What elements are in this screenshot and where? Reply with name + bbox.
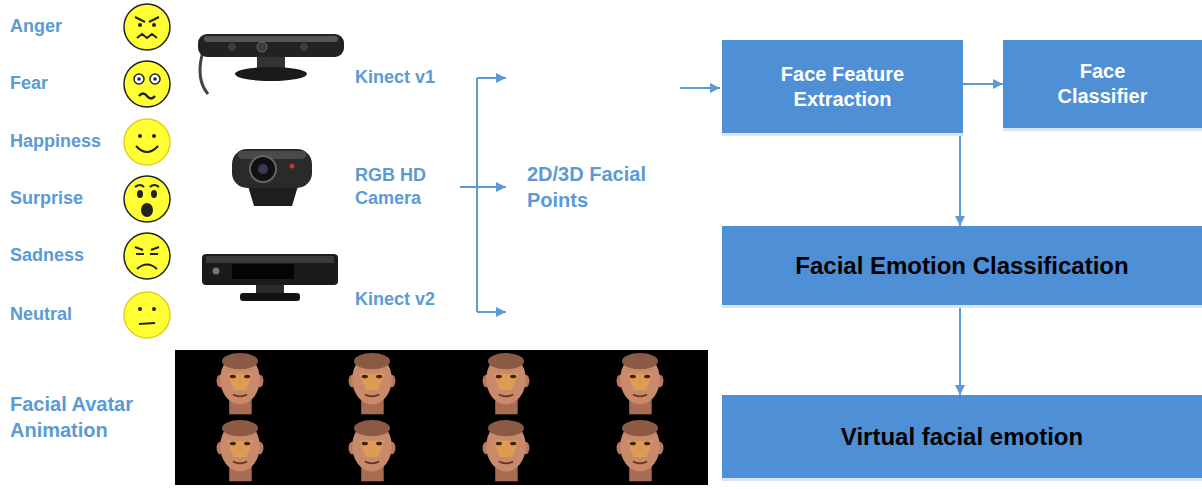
emoji-eye <box>152 23 156 27</box>
connector-arrow <box>963 83 1003 85</box>
emoji-face <box>124 233 170 279</box>
sensor-highlight <box>204 36 338 42</box>
emoji-mouth <box>136 146 158 152</box>
emoji-eye <box>138 307 142 311</box>
sensor-base <box>240 293 300 301</box>
emoji-mouth <box>139 94 155 99</box>
webcam-lens-glass <box>258 164 268 174</box>
emoji-brows <box>135 185 159 187</box>
avatar-frame <box>483 420 530 481</box>
box-text: Face Feature Extraction <box>768 62 918 112</box>
emoji-eye <box>152 307 156 311</box>
process-box: Facial Emotion Classification <box>722 226 1202 305</box>
webcam-lens <box>250 156 276 182</box>
emoji-brows <box>135 17 159 22</box>
process-box: Face Classifier <box>1003 40 1202 128</box>
box-text: Facial Emotion Classification <box>795 251 1128 281</box>
sensor-lens <box>300 43 308 51</box>
box-text: Face Classifier <box>1048 59 1158 109</box>
bracket-arrow <box>460 186 506 188</box>
emoji-eyes <box>136 253 158 255</box>
bracket-arrow <box>477 77 506 79</box>
avatar-frame <box>217 420 264 481</box>
emoji-eye <box>150 74 160 84</box>
emoji-mouth <box>137 265 157 270</box>
sensor-window <box>232 264 294 279</box>
emoji-pupil <box>137 77 141 81</box>
emoji-fear <box>124 61 170 107</box>
connector-arrow <box>959 305 961 395</box>
sensor-bar <box>198 34 344 57</box>
input-arrow <box>680 87 720 89</box>
emoji-surprise <box>124 176 170 222</box>
box-text: Virtual facial emotion <box>841 422 1083 452</box>
avatar-frame <box>349 353 396 414</box>
avatar-frame <box>349 420 396 481</box>
emotion-label: Sadness <box>10 244 120 267</box>
emotion-label: Surprise <box>10 187 120 210</box>
process-box: Face Feature Extraction <box>722 40 963 133</box>
input-bracket <box>460 78 720 312</box>
webcam-body <box>232 149 312 188</box>
emoji-eye <box>137 190 143 198</box>
emoji-mouth <box>139 323 155 324</box>
emoji-eye <box>134 74 144 84</box>
emoji-happiness <box>124 119 170 165</box>
device-label: RGB HD Camera <box>355 164 455 211</box>
device-label: Kinect v2 <box>355 288 470 311</box>
bracket-line <box>476 78 478 312</box>
connector-arrow <box>959 133 961 226</box>
avatar-frame <box>617 420 664 481</box>
sensor-body <box>202 254 338 285</box>
avatar-frame <box>217 353 264 414</box>
emoji-sadness <box>124 233 170 279</box>
emotion-label: Happiness <box>10 130 120 153</box>
emoji-face <box>124 4 170 50</box>
data-label: 2D/3D Facial Points <box>527 161 677 213</box>
process-box: Virtual facial emotion <box>722 395 1202 478</box>
emoji-face <box>124 61 170 107</box>
webcam-highlight <box>238 151 306 159</box>
sensor-base <box>235 67 307 81</box>
section-label: Facial Avatar Animation <box>10 391 165 443</box>
webcam-picture <box>232 149 312 206</box>
emoji-neutral <box>124 292 170 338</box>
emoji-anger <box>124 4 170 50</box>
avatar-frame <box>483 353 530 414</box>
emoji-eye <box>138 23 142 27</box>
emoji-face <box>124 119 170 165</box>
sensor-stand <box>256 285 284 293</box>
emotion-label: Neutral <box>10 303 120 326</box>
emoji-eye <box>138 134 142 138</box>
cable <box>200 55 208 94</box>
emoji-mouth <box>137 34 157 38</box>
emoji-brows <box>135 247 159 250</box>
emotion-label: Fear <box>10 72 120 95</box>
emoji-pupil <box>153 77 157 81</box>
avatar-strip <box>175 350 708 485</box>
emoji-mouth <box>141 203 153 217</box>
avatar-frame <box>617 353 664 414</box>
kinect-v1-picture <box>198 34 344 94</box>
sensor-lens <box>228 43 236 51</box>
sensor-highlight <box>206 256 334 263</box>
sensor-lens <box>257 42 267 52</box>
webcam-clip <box>248 186 298 206</box>
kinect-v2-picture <box>202 254 338 301</box>
sensor-logo <box>213 268 220 275</box>
emoji-eye <box>152 134 156 138</box>
emoji-face <box>124 176 170 222</box>
avatar-background <box>175 350 708 485</box>
emoji-face <box>124 292 170 338</box>
webcam-light <box>290 164 295 169</box>
emoji-eye <box>151 190 157 198</box>
device-label: Kinect v1 <box>355 66 470 89</box>
emotion-label: Anger <box>10 15 120 38</box>
bracket-arrow <box>477 311 506 313</box>
